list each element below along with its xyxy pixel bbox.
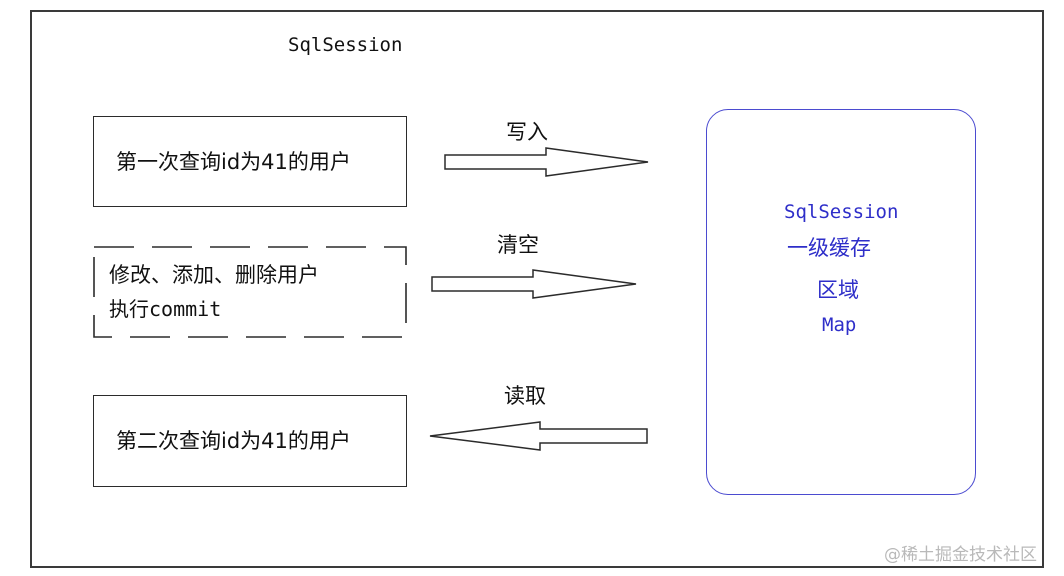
cache-label-sqlsession: SqlSession (784, 201, 899, 223)
arrow-clear (431, 269, 637, 299)
cache-label-level1: 一级缓存 (787, 236, 871, 260)
cache-label-map: Map (822, 314, 857, 336)
arrow-read (429, 421, 648, 451)
sqlsession-frame (30, 10, 1044, 568)
diagram-title: SqlSession (288, 34, 403, 56)
step-first-query: 第一次查询id为41的用户 (93, 116, 407, 207)
arrow-label-clear: 清空 (497, 233, 539, 257)
arrow-label-write: 写入 (506, 120, 548, 144)
cache-label-region: 区域 (817, 278, 859, 302)
cache-region (706, 109, 976, 495)
step-second-query-text: 第二次查询id为41的用户 (116, 429, 351, 453)
arrow-label-read: 读取 (504, 384, 546, 408)
arrow-write (444, 147, 649, 177)
watermark: @稀土掘金技术社区 (884, 545, 1037, 565)
step-second-query: 第二次查询id为41的用户 (93, 395, 407, 487)
step-first-query-text: 第一次查询id为41的用户 (116, 149, 351, 174)
step-modify-commit: 修改、添加、删除用户 执行commit (93, 246, 407, 338)
